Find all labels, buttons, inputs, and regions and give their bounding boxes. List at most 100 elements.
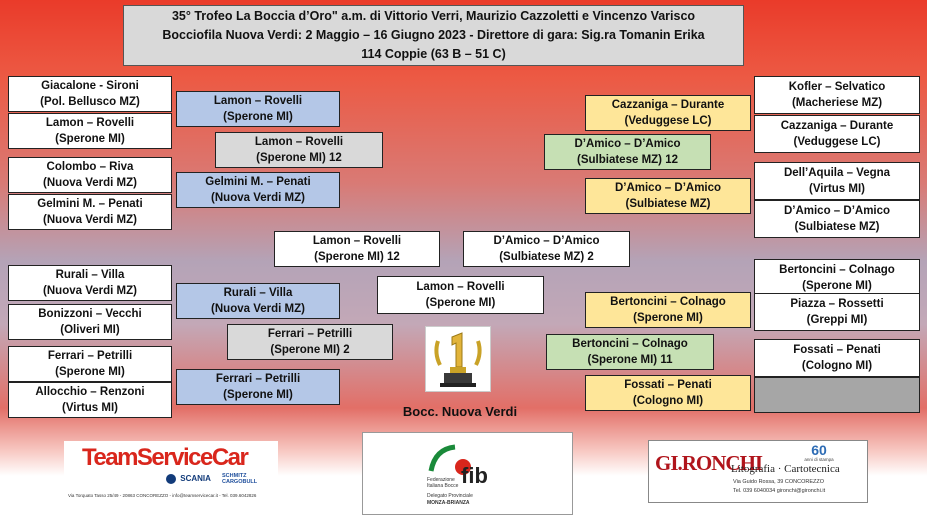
team-names: Bonizzoni – Vecchi	[38, 308, 142, 320]
team-club: (Sperone MI)	[425, 297, 496, 309]
left-semifinal: Lamon – Rovelli (Sperone MI) 12	[274, 231, 440, 267]
scania-logo: SCANIA	[166, 474, 211, 484]
fib-org-line2: Italiana Bocce	[427, 483, 459, 489]
fib-org-line1: Federazione	[427, 477, 455, 483]
sponsor-fib: fib Federazione Italiana Bocce Delegato …	[362, 432, 573, 515]
anniversary-badge: 60 anni di stampa	[799, 443, 839, 463]
left-r3-match-2: Ferrari – Petrilli (Sperone MI) 2	[227, 324, 393, 360]
team-names: Colombo – Riva	[46, 161, 134, 173]
team-club: (Virtus MI)	[61, 402, 118, 414]
team-names: Fossati – Penati	[793, 344, 881, 356]
team-club: (Veduggese LC)	[793, 136, 881, 148]
team-score: (Sulbiatese MZ) 12	[577, 154, 678, 166]
team-club: (Nuova Verdi MZ)	[43, 177, 137, 189]
left-r1-match-1: Giacalone - Sironi (Pol. Bellusco MZ)	[8, 76, 172, 112]
left-r2-match-3: Rurali – Villa (Nuova Verdi MZ)	[176, 283, 340, 319]
team-names: Lamon – Rovelli	[213, 95, 303, 107]
scania-label: SCANIA	[180, 474, 211, 484]
team-names: Rurali – Villa	[223, 287, 293, 299]
left-r2-match-1: Lamon – Rovelli (Sperone MI)	[176, 91, 340, 127]
team-club: (Nuova Verdi MZ)	[43, 285, 137, 297]
fib-wordmark: fib	[461, 463, 488, 488]
sponsor-teamservicecar: TeamServiceCar SCANIA SCHMITZ CARGOBULL …	[64, 441, 278, 501]
team-club: (Sperone MI)	[633, 312, 703, 324]
team-names: D’Amico – D’Amico	[574, 138, 681, 150]
team-club: (Sulbiatese MZ)	[794, 221, 880, 233]
right-semifinal: D’Amico – D’Amico (Sulbiatese MZ) 2	[463, 231, 630, 267]
left-r1-match-6: Bonizzoni – Vecchi (Oliveri MI)	[8, 304, 172, 340]
gironchi-tagline: Litografia · Cartotecnica	[731, 463, 840, 475]
right-r2-match-2: D’Amico – D’Amico (Sulbiatese MZ)	[585, 178, 751, 214]
left-r2-match-4: Ferrari – Petrilli (Sperone MI)	[176, 369, 340, 405]
left-r2-match-2: Gelmini M. – Penati (Nuova Verdi MZ)	[176, 172, 340, 208]
team-club: (Sperone MI)	[223, 389, 293, 401]
team-club: (Sperone MI)	[802, 280, 872, 292]
right-r1-match-4: D’Amico – D’Amico (Sulbiatese MZ)	[754, 200, 920, 238]
team-names: Cazzaniga – Durante	[611, 99, 725, 111]
trophy-icon	[434, 332, 482, 387]
fib-delegate-line1: Delegato Provinciale	[427, 493, 473, 499]
team-names: Ferrari – Petrilli	[47, 350, 133, 362]
team-club: (Sperone MI)	[55, 133, 125, 145]
team-club: (Cologno MI)	[632, 395, 704, 407]
team-names: Lamon – Rovelli	[416, 281, 505, 293]
team-names: D’Amico – D’Amico	[783, 205, 891, 217]
team-score: (Sulbiatese MZ) 2	[499, 251, 594, 263]
team-names: Bertoncini – Colnago	[610, 296, 726, 308]
team-names: Rurali – Villa	[55, 269, 125, 281]
header-pairs-count: 114 Coppie (63 B – 51 C)	[361, 47, 506, 61]
fib-emblem-icon	[428, 444, 471, 475]
tournament-header: 35° Trofeo La Boccia d’Oro" a.m. di Vitt…	[123, 5, 744, 66]
team-club: (Nuova Verdi MZ)	[211, 192, 305, 204]
anniversary-text: anni di stampa	[804, 457, 834, 462]
team-names: Cazzaniga – Durante	[780, 120, 894, 132]
fib-delegate-line2: MONZA-BRIANZA	[427, 500, 470, 506]
trophy-image	[425, 326, 491, 392]
team-names: Lamon – Rovelli	[254, 136, 344, 148]
team-names: D’Amico – D’Amico	[493, 235, 600, 247]
venue-label: Bocc. Nuova Verdi	[402, 404, 518, 419]
right-r2-match-4: Fossati – Penati (Cologno MI)	[585, 375, 751, 411]
team-score: (Sperone MI) 12	[256, 152, 342, 164]
team-names: Allocchio – Renzoni	[35, 386, 145, 398]
team-score: (Sperone MI) 2	[270, 344, 350, 356]
team-club: (Sperone MI)	[223, 111, 293, 123]
header-subtitle: Bocciofila Nuova Verdi: 2 Maggio – 16 Gi…	[162, 28, 705, 42]
team-names: Ferrari – Petrilli	[215, 373, 301, 385]
sponsor-gironchi: GI.RONCHI 60 anni di stampa Litografia ·…	[648, 440, 868, 503]
left-r1-match-5: Rurali – Villa (Nuova Verdi MZ)	[8, 265, 172, 301]
left-r1-match-3: Colombo – Riva (Nuova Verdi MZ)	[8, 157, 172, 193]
right-r2-match-1: Cazzaniga – Durante (Veduggese LC)	[585, 95, 751, 131]
team-names: Fossati – Penati	[624, 379, 712, 391]
team-club: (Nuova Verdi MZ)	[43, 214, 137, 226]
anniversary-number: 60	[811, 442, 827, 458]
left-r1-match-8: Allocchio – Renzoni (Virtus MI)	[8, 382, 172, 418]
team-club: (Greppi MI)	[806, 314, 868, 326]
team-club: (Nuova Verdi MZ)	[211, 303, 305, 315]
team-names: Gelmini M. – Penati	[205, 176, 311, 188]
scania-icon	[166, 474, 176, 484]
team-names: D’Amico – D’Amico	[614, 182, 722, 194]
team-score: (Sperone MI) 11	[587, 354, 673, 366]
team-names: Giacalone - Sironi	[41, 80, 139, 92]
right-r1-match-2: Cazzaniga – Durante (Veduggese LC)	[754, 115, 920, 153]
schmitz-logo: SCHMITZ CARGOBULL	[222, 473, 258, 485]
team-names: Lamon – Rovelli	[45, 117, 135, 129]
left-r1-match-7: Ferrari – Petrilli (Sperone MI)	[8, 346, 172, 382]
right-r1-match-3: Dell’Aquila – Vegna (Virtus MI)	[754, 162, 920, 200]
gironchi-logo: GI.RONCHI	[655, 451, 763, 475]
team-club: (Macheriese MZ)	[791, 97, 883, 109]
team-club: (Pol. Bellusco MZ)	[40, 96, 140, 108]
left-r1-match-2: Lamon – Rovelli (Sperone MI)	[8, 113, 172, 149]
team-club: (Virtus MI)	[808, 183, 865, 195]
left-r1-match-4: Gelmini M. – Penati (Nuova Verdi MZ)	[8, 194, 172, 230]
right-r3-match-1: D’Amico – D’Amico (Sulbiatese MZ) 12	[544, 134, 711, 170]
team-club: (Sulbiatese MZ)	[625, 198, 711, 210]
header-title: 35° Trofeo La Boccia d’Oro" a.m. di Vitt…	[171, 9, 696, 23]
team-club: (Sperone MI)	[55, 366, 125, 378]
final-winner: Lamon – Rovelli (Sperone MI)	[377, 276, 544, 314]
gironchi-contacts: Tel. 039 6040034 gironchi@gironchi.it	[733, 488, 826, 494]
team-names: Lamon – Rovelli	[312, 235, 402, 247]
right-r3-match-2: Bertoncini – Colnago (Sperone MI) 11	[546, 334, 714, 370]
right-r1-match-1: Kofler – Selvatico (Macheriese MZ)	[754, 76, 920, 114]
